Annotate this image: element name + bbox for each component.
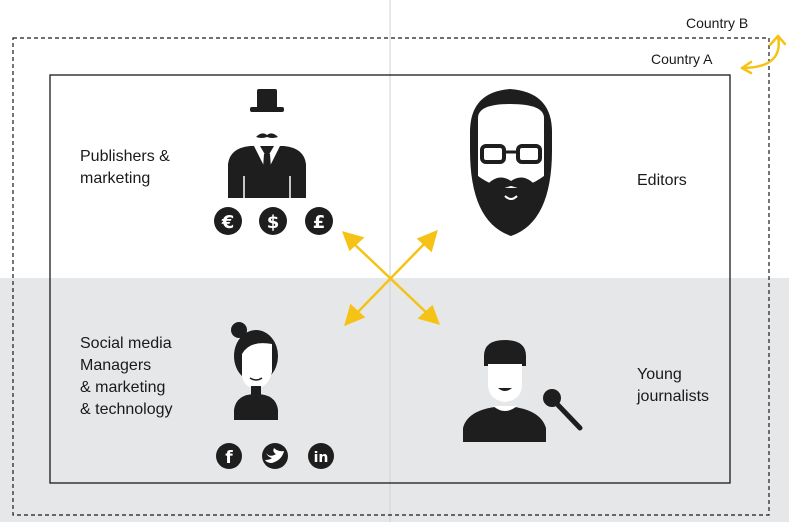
- journalist-figure-icon: [463, 340, 583, 442]
- country-b-frame: [12, 37, 770, 516]
- bottom-band: [0, 278, 789, 522]
- editors-label: Editors: [637, 172, 687, 189]
- journalists-label: Young journalists: [637, 366, 710, 405]
- pound-coin-icon: [305, 207, 333, 235]
- arrowhead: [344, 303, 366, 327]
- microphone-handle: [555, 402, 583, 431]
- microphone-head: [543, 389, 561, 407]
- publishers-label: Publishers & marketing: [80, 148, 170, 187]
- linkedin-icon: [308, 443, 334, 469]
- social-icons: f in: [216, 443, 334, 469]
- arrowhead: [341, 231, 365, 252]
- euro-coin-icon: [214, 207, 242, 235]
- svg-text:f: f: [225, 448, 233, 468]
- dollar-symbol: $: [267, 212, 280, 233]
- arrowhead: [417, 304, 441, 325]
- arrow-editors-to-social: [352, 238, 430, 318]
- svg-text:in: in: [314, 450, 329, 466]
- editor-figure-icon: [470, 89, 552, 236]
- facebook-icon: [216, 443, 242, 469]
- pound-symbol: £: [313, 212, 326, 233]
- dollar-coin-icon: [259, 207, 287, 235]
- country-b-label: Country B: [686, 15, 749, 31]
- social-media-manager-figure-icon: [231, 322, 278, 420]
- currency-coins: € $ £: [214, 207, 333, 235]
- country-a-frame: [49, 74, 731, 484]
- country-curved-arrow: [740, 34, 787, 75]
- social-media-label: Social media Managers & marketing & tech…: [80, 335, 173, 418]
- arrowhead: [416, 229, 438, 253]
- euro-symbol: €: [221, 212, 235, 233]
- publisher-figure-icon: [228, 89, 306, 198]
- country-a-label: Country A: [651, 51, 713, 67]
- exchange-arrows: [341, 229, 441, 327]
